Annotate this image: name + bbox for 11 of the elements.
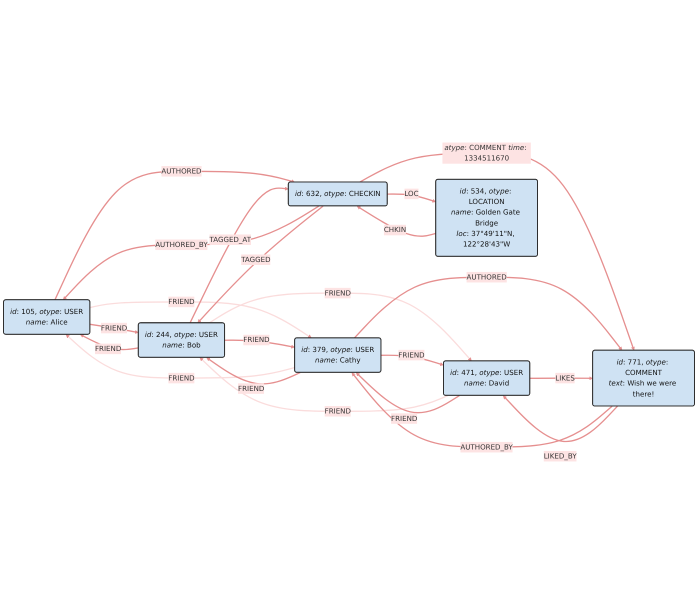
- arrow: [189, 186, 289, 324]
- arrow: [54, 170, 296, 300]
- arrow: [197, 206, 324, 324]
- arrow: [356, 372, 460, 414]
- arrow: [359, 152, 635, 351]
- arrow: [206, 357, 300, 384]
- arrow: [200, 357, 448, 412]
- arrow: [502, 395, 618, 442]
- arrow: [356, 206, 436, 237]
- arrow: [352, 372, 613, 448]
- arrow: [208, 292, 472, 362]
